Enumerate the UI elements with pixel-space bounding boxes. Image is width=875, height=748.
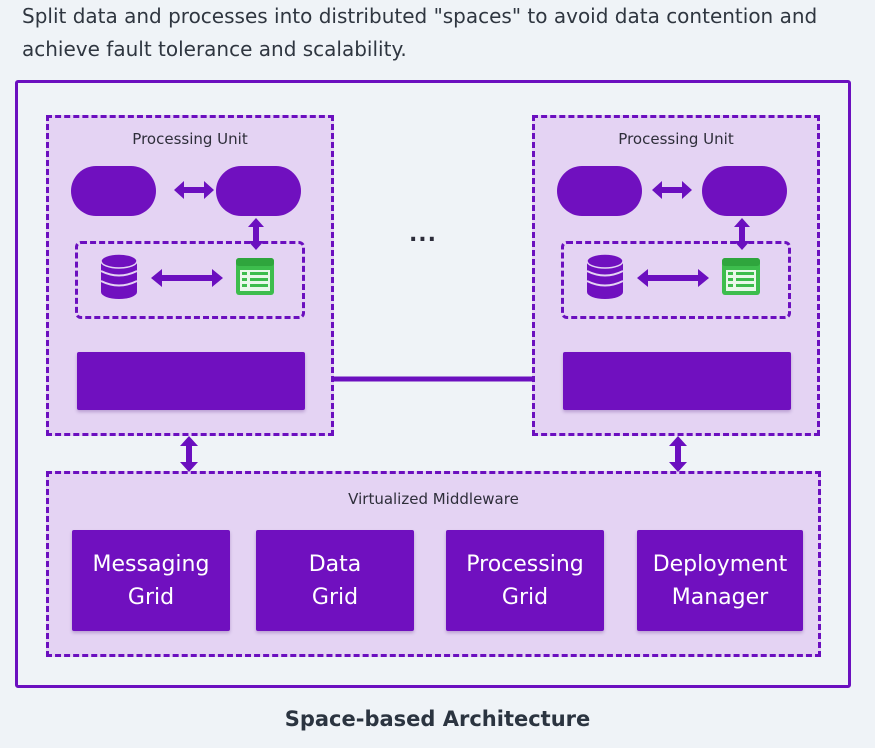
table-icon (236, 258, 274, 295)
messaging-grid-label: Messaging Grid (92, 551, 210, 610)
double-arrow-icon (151, 269, 223, 287)
data-space-container (75, 241, 305, 319)
database-icon (586, 253, 624, 299)
data-grid-label: Data Grid (308, 551, 362, 610)
unit-bus-bar (77, 352, 305, 410)
unit-bus-bar (563, 352, 791, 410)
double-arrow-icon (637, 269, 709, 287)
process-node-right (216, 166, 301, 216)
virtualized-middleware: Virtualized Middleware Messaging Grid Da… (46, 471, 821, 657)
processing-grid-label: Processing Grid (466, 551, 584, 610)
process-node-left (71, 166, 156, 216)
data-grid-box: Data Grid (256, 530, 414, 631)
double-arrow-icon (734, 218, 750, 250)
messaging-grid-box: Messaging Grid (72, 530, 230, 631)
data-space-container (561, 241, 791, 319)
intro-text: Split data and processes into distribute… (22, 4, 818, 61)
process-node-left (557, 166, 642, 216)
processing-grid-box: Processing Grid (446, 530, 604, 631)
double-arrow-icon (180, 436, 198, 472)
deployment-manager-box: Deployment Manager (637, 530, 803, 631)
processing-unit-title: Processing Unit (618, 130, 734, 148)
processing-unit-title: Processing Unit (132, 130, 248, 148)
double-arrow-icon (652, 181, 692, 199)
process-node-right (702, 166, 787, 216)
architecture-frame (15, 80, 851, 688)
deployment-manager-label: Deployment Manager (652, 551, 788, 610)
double-arrow-icon (174, 181, 214, 199)
double-arrow-icon (669, 436, 687, 472)
table-icon (722, 258, 760, 295)
diagram-caption: Space-based Architecture (284, 707, 591, 731)
more-units-ellipsis: ... (408, 222, 438, 247)
middleware-title: Virtualized Middleware (348, 490, 519, 508)
double-arrow-icon (248, 218, 264, 250)
database-icon (100, 253, 138, 299)
